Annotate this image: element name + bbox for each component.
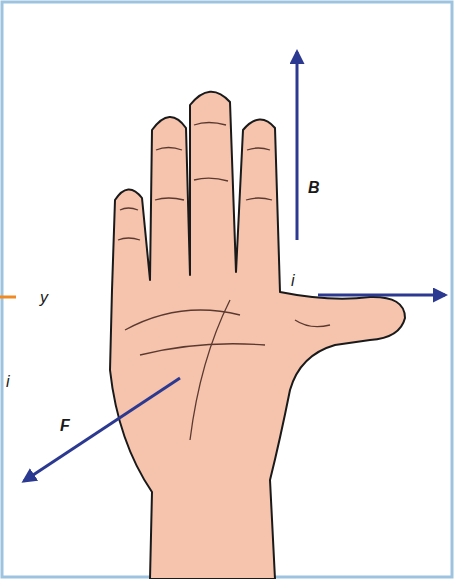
axis-label: y (40, 290, 48, 306)
edge-label: i (6, 374, 10, 390)
current-arrow (318, 294, 445, 297)
force-arrow (24, 378, 180, 481)
axis-tick (0, 296, 16, 299)
hand-shape (110, 92, 405, 579)
field-arrow (296, 52, 299, 240)
current-label: i (291, 273, 295, 289)
force-label: F (60, 418, 70, 434)
field-label: B (308, 180, 320, 196)
